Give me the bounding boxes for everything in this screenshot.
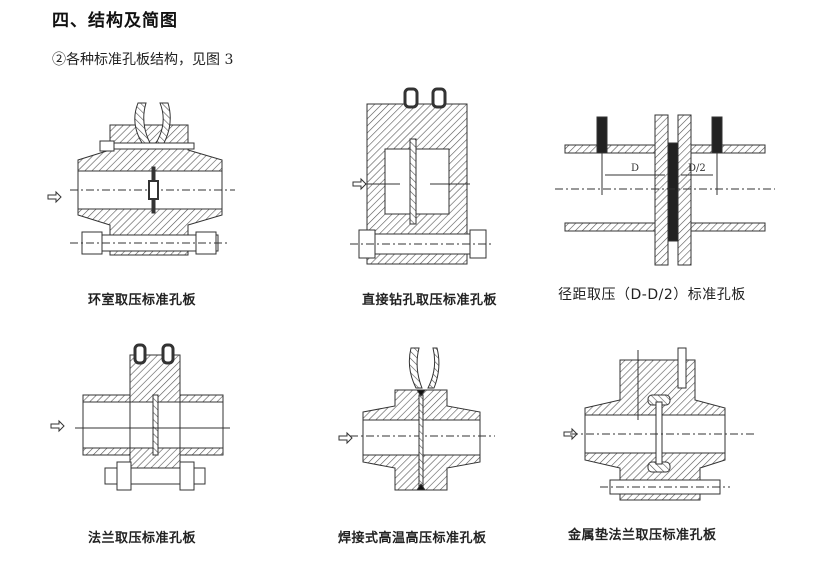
figure-metal-gasket (560, 340, 760, 505)
ring-chamber-orifice-plate-drawing (47, 102, 235, 256)
flow-arrow-icon (338, 431, 353, 445)
caption-ring-chamber: 环室取压标准孔板 (88, 293, 197, 308)
flow-arrow-icon (47, 190, 62, 204)
figure-welded (335, 340, 505, 500)
figure-ring-chamber (40, 95, 240, 270)
radius-tap-orifice-plate-drawing: D D/2 (555, 114, 775, 266)
flow-arrow-icon (563, 427, 578, 441)
section-heading: 四、结构及简图 (52, 11, 178, 31)
figure-direct-drilled (345, 84, 495, 274)
metal-gasket-flange-tap-orifice-plate-drawing (563, 347, 755, 501)
label-d-half: D/2 (688, 163, 706, 174)
flange-tap-orifice-plate-drawing (50, 343, 230, 491)
welded-high-temp-high-pressure-orifice-plate-drawing (338, 347, 495, 491)
direct-drilled-tap-orifice-plate-drawing (350, 87, 493, 265)
caption-flange-tap: 法兰取压标准孔板 (88, 531, 197, 546)
figure-flange-tap (45, 340, 235, 505)
section-subheading: ②各种标准孔板结构，见图 3 (52, 52, 234, 68)
caption-radius-tap: 径距取压（D-D/2）标准孔板 (558, 287, 746, 303)
label-d: D (631, 163, 639, 174)
caption-direct-drilled: 直接钻孔取压标准孔板 (362, 293, 498, 308)
flow-arrow-icon (352, 177, 367, 191)
figure-radius-tap: D D/2 (555, 95, 780, 270)
caption-metal-gasket: 金属垫法兰取压标准孔板 (568, 528, 717, 543)
flow-arrow-icon (50, 419, 65, 433)
caption-welded: 焊接式高温高压标准孔板 (338, 531, 487, 546)
